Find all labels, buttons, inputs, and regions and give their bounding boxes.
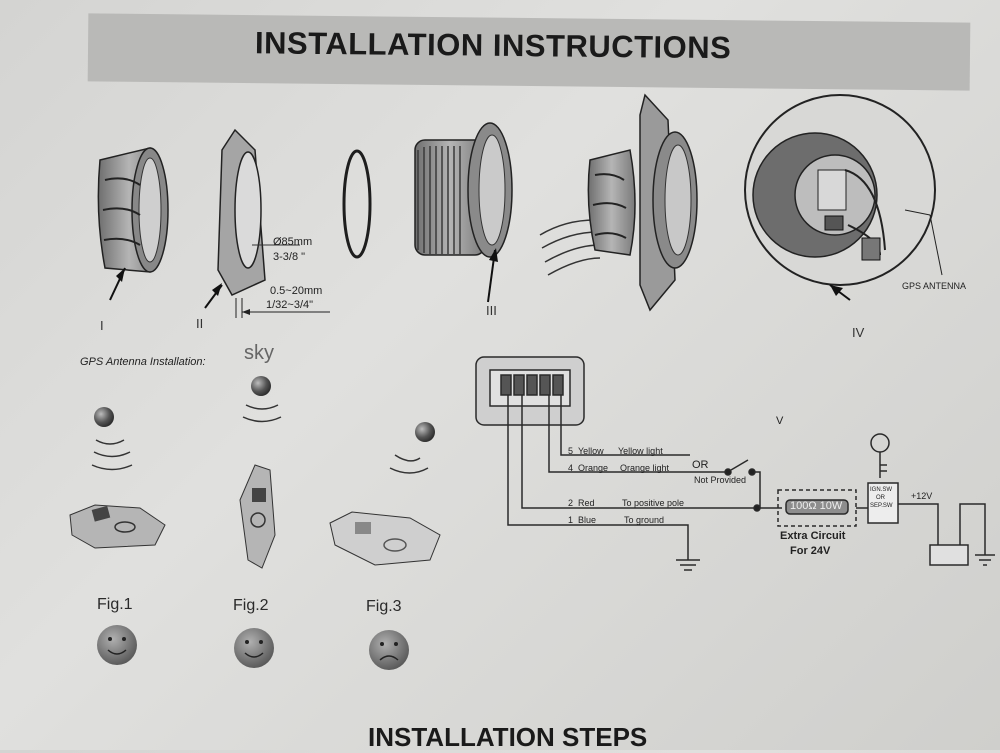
wire-4-desc: Orange light bbox=[620, 463, 670, 473]
wire-2-num: 2 bbox=[568, 498, 574, 508]
sad-face-icon bbox=[369, 630, 409, 670]
gps-fig1-drawing bbox=[69, 407, 166, 549]
extra-circuit-label: Extra Circuit bbox=[780, 530, 846, 542]
o-ring-drawing bbox=[342, 149, 372, 259]
gps-antenna-label: GPS ANTENNA bbox=[902, 281, 967, 291]
switch-label-sep: SEP.SW bbox=[870, 503, 893, 509]
fig2-label: Fig.2 bbox=[233, 597, 269, 614]
wire-4-color: Orange bbox=[578, 463, 609, 473]
fig3-label: Fig.3 bbox=[366, 598, 402, 615]
wire-5-num: 5 bbox=[568, 446, 574, 456]
wire-1-color: Blue bbox=[578, 515, 597, 525]
happy-face-icon-2 bbox=[234, 628, 274, 668]
wire-2-desc: To positive pole bbox=[622, 498, 685, 508]
part-label-ii: II bbox=[196, 316, 204, 331]
not-provided-label: Not Provided bbox=[694, 475, 747, 485]
voltage-label: +12V bbox=[911, 491, 933, 501]
bezel-ring-drawing bbox=[97, 147, 169, 301]
wire-2-color: Red bbox=[578, 498, 595, 508]
or-label: OR bbox=[692, 459, 709, 471]
diameter-mm: Ø85mm bbox=[273, 236, 313, 248]
wire-4-num: 4 bbox=[568, 463, 574, 473]
installation-steps-heading: INSTALLATION STEPS bbox=[368, 722, 648, 752]
gps-fig3-drawing bbox=[329, 422, 441, 566]
assembled-gauge-drawing bbox=[539, 93, 698, 312]
fig1-label: Fig.1 bbox=[97, 596, 133, 613]
gps-install-heading: GPS Antenna Installation: bbox=[80, 356, 206, 368]
wire-1-desc: To ground bbox=[624, 515, 665, 525]
extra-circuit-24v-label: For 24V bbox=[790, 545, 831, 557]
wiring-diagram bbox=[475, 356, 995, 571]
sky-label: sky bbox=[244, 342, 274, 364]
happy-face-icon-1 bbox=[97, 625, 137, 665]
gauge-back-detail-drawing bbox=[744, 94, 943, 301]
thickness-mm: 0.5~20mm bbox=[270, 285, 323, 297]
part-label-iv: IV bbox=[852, 325, 865, 340]
part-label-iii: III bbox=[486, 303, 497, 318]
switch-label-or: OR bbox=[876, 495, 885, 501]
wire-1-num: 1 bbox=[568, 515, 574, 525]
switch-label-ign: IGN.SW bbox=[870, 487, 892, 493]
diameter-inch: 3-3/8 " bbox=[273, 251, 306, 263]
resistor-label: 100Ω 10W bbox=[790, 500, 843, 512]
gps-fig2-drawing bbox=[239, 376, 282, 569]
wiring-section-label: V bbox=[776, 415, 784, 427]
wire-5-desc: Yellow light bbox=[618, 446, 663, 456]
threaded-nut-drawing bbox=[414, 122, 513, 303]
gasket-plate-drawing bbox=[204, 128, 330, 318]
wire-5-color: Yellow bbox=[578, 446, 604, 456]
part-label-i: I bbox=[100, 318, 104, 333]
thickness-inch: 1/32~3/4" bbox=[266, 299, 314, 311]
